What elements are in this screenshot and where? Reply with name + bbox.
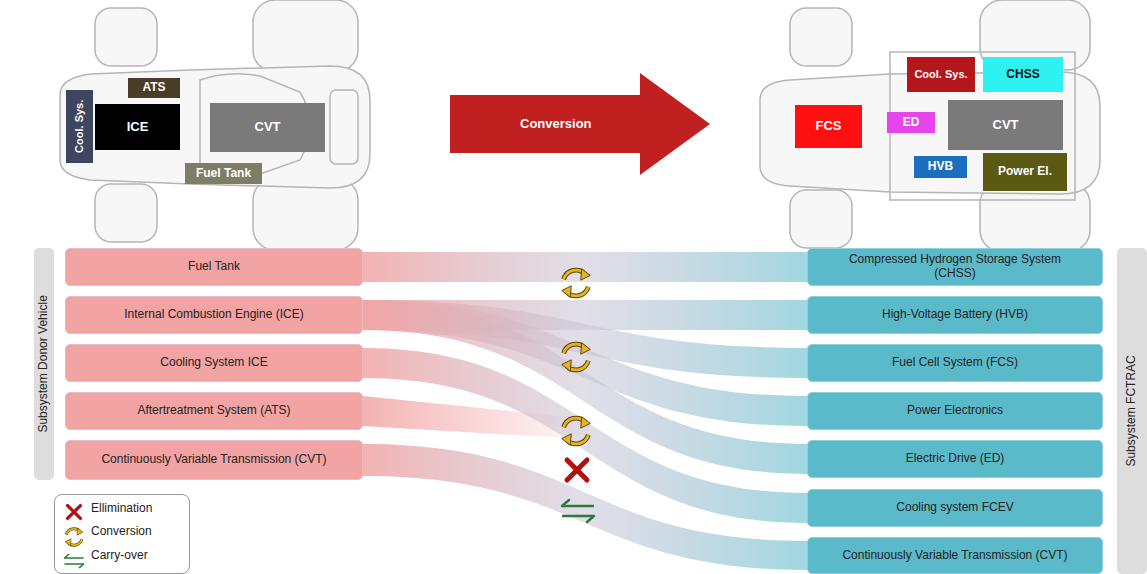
subsystem-box: Aftertreatment System (ATS): [65, 392, 363, 430]
box-text: CVT: [255, 120, 281, 135]
subsystem-box: High-Voltage Battery (HVB): [807, 296, 1103, 334]
box-text: Fuel Cell System (FCS): [892, 356, 1018, 370]
subsystem-box: Electric Drive (ED): [807, 440, 1103, 478]
box-text: Continuously Variable Transmission (CVT): [101, 453, 326, 467]
box-text: Conversion: [520, 117, 592, 132]
legend-symbols: [61, 501, 87, 571]
subsystem-box: Cooling system FCEV: [807, 489, 1103, 527]
carry-over-symbol: [562, 500, 594, 522]
box-text: CHSS: [1006, 68, 1039, 82]
box-text: Cooling System ICE: [160, 356, 267, 370]
flow-band: [363, 444, 807, 570]
legend-text: Conversion: [91, 524, 152, 538]
legend-sample: [68, 506, 81, 519]
box-text: Continuously Variable Transmission (CVT): [842, 549, 1067, 563]
box-text: High-Voltage Battery (HVB): [882, 308, 1028, 322]
vertical-label: Subsystem Donor Vehicle: [37, 295, 51, 432]
conversion-symbol: [562, 417, 591, 446]
conversion-symbol: [562, 343, 591, 372]
box-text: CVT: [993, 118, 1019, 133]
part-label: HVB: [914, 156, 967, 178]
side-band: Subsystem FCTRAC: [1117, 248, 1147, 574]
subsystem-box: Continuously Variable Transmission (CVT): [65, 440, 363, 480]
box-text: Compressed Hydrogen Storage System (CHSS…: [827, 253, 1083, 281]
legend-sample: [64, 554, 83, 567]
part-label: CVT: [210, 103, 325, 152]
part-label: FCS: [795, 105, 862, 148]
box-text: Aftertreatment System (ATS): [137, 404, 290, 418]
part-label: CHSS: [983, 57, 1063, 92]
part-label: Cool. Sys.: [907, 57, 975, 92]
box-text: Internal Combustion Engine (ICE): [124, 308, 303, 322]
part-label: ATS: [128, 78, 180, 98]
subsystem-box: Continuously Variable Transmission (CVT): [807, 537, 1103, 574]
conversion-arrow: Conversion: [450, 73, 710, 175]
conversion-symbol: [562, 269, 591, 298]
box-text: Cooling system FCEV: [896, 501, 1013, 515]
subsystem-box: Fuel Tank: [65, 248, 363, 286]
box-text: HVB: [928, 160, 953, 174]
box-text: Fuel Tank: [188, 260, 240, 274]
subsystem-box: Power Electronics: [807, 392, 1103, 430]
box-text: Fuel Tank: [196, 167, 251, 181]
vertical-label: Cool. Sys.: [73, 100, 86, 153]
part-label: Power El.: [983, 153, 1067, 191]
box-text: Electric Drive (ED): [906, 452, 1005, 466]
elimination-symbol: [567, 460, 587, 480]
part-label: ED: [887, 112, 935, 133]
box-text: ICE: [127, 120, 149, 135]
vertical-label: Subsystem FCTRAC: [1125, 355, 1139, 466]
part-label: Cool. Sys.: [66, 90, 93, 163]
box-text: ED: [903, 116, 920, 130]
legend-text: Ellimination: [91, 501, 152, 515]
legend-sample: [65, 528, 83, 546]
part-label: CVT: [948, 100, 1063, 150]
part-label: Fuel Tank: [185, 163, 262, 184]
subsystem-box: Internal Combustion Engine (ICE): [65, 296, 363, 334]
subsystem-box: Cooling System ICE: [65, 344, 363, 382]
box-text: FCS: [816, 119, 842, 134]
subsystem-box: Compressed Hydrogen Storage System (CHSS…: [807, 248, 1103, 286]
side-band: Subsystem Donor Vehicle: [34, 248, 54, 480]
box-text: Power Electronics: [907, 404, 1003, 418]
part-label: ICE: [95, 104, 180, 150]
box-text: ATS: [142, 81, 165, 95]
legend-text: Carry-over: [91, 548, 148, 562]
legend-box: ElliminationConversionCarry-over: [54, 494, 190, 574]
subsystem-box: Fuel Cell System (FCS): [807, 344, 1103, 382]
box-text: Cool. Sys.: [914, 68, 967, 81]
box-text: Power El.: [998, 165, 1052, 179]
